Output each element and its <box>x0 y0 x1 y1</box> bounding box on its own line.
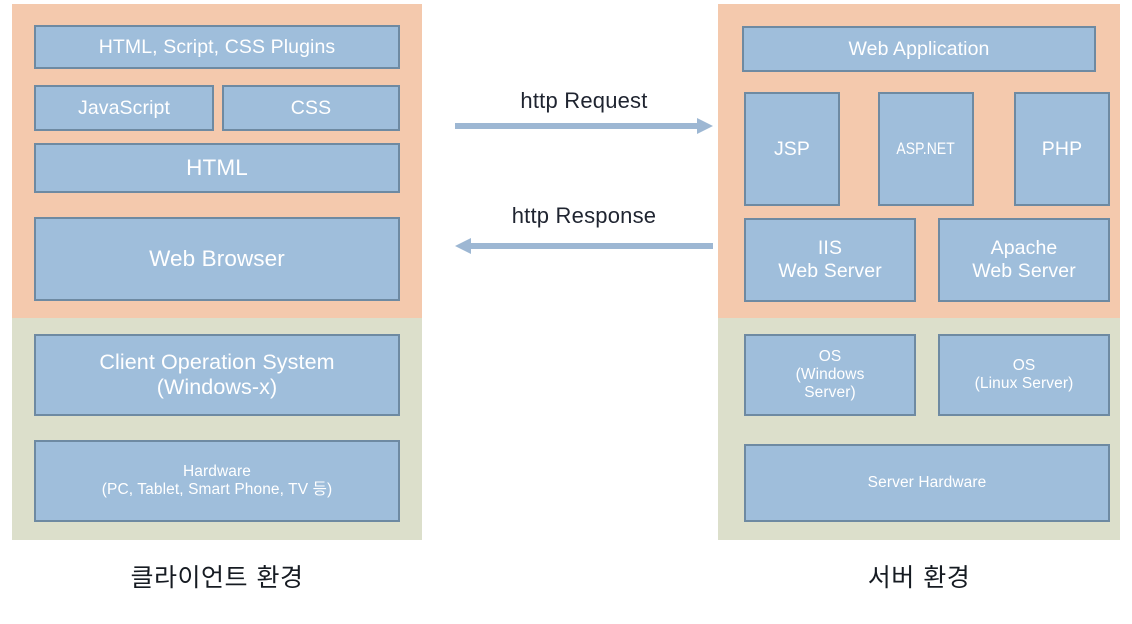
flow-http-response: http Response <box>455 203 713 254</box>
client-panel: HTML, Script, CSS Plugins JavaScript CSS… <box>12 4 422 540</box>
client-box-hardware[interactable]: Hardware (PC, Tablet, Smart Phone, TV 등) <box>34 440 400 522</box>
server-panel: Web Application JSP ASP.NET PHP IIS Web … <box>718 4 1120 540</box>
server-box-iis-web-server[interactable]: IIS Web Server <box>744 218 916 302</box>
client-caption: 클라이언트 환경 <box>130 563 304 592</box>
client-box-client-operation-system[interactable]: Client Operation System (Windows-x) <box>34 334 400 416</box>
flow-http-request: http Request <box>455 88 713 138</box>
server-box-asp-net-label: ASP.NET <box>896 138 956 158</box>
http-request-label: http Request <box>520 88 648 113</box>
server-box-web-application[interactable]: Web Application <box>742 26 1096 72</box>
client-box-html[interactable]: HTML <box>34 143 400 193</box>
http-request-arrow <box>455 115 713 137</box>
server-box-os-windows-server[interactable]: OS (Windows Server) <box>744 334 916 416</box>
arrow-head-right-icon <box>697 118 713 134</box>
server-box-asp-net[interactable]: ASP.NET <box>878 92 974 206</box>
arrow-shaft <box>455 123 697 129</box>
http-response-label: http Response <box>511 203 657 228</box>
http-response-arrow <box>455 235 713 257</box>
client-box-web-browser[interactable]: Web Browser <box>34 217 400 301</box>
server-box-os-linux-server[interactable]: OS (Linux Server) <box>938 334 1110 416</box>
server-box-server-hardware[interactable]: Server Hardware <box>744 444 1110 522</box>
server-box-apache-web-server[interactable]: Apache Web Server <box>938 218 1110 302</box>
client-box-css[interactable]: CSS <box>222 85 400 131</box>
server-caption: 서버 환경 <box>867 563 971 592</box>
server-box-jsp[interactable]: JSP <box>744 92 840 206</box>
arrow-shaft <box>471 243 713 249</box>
client-box-html-script-css-plugins[interactable]: HTML, Script, CSS Plugins <box>34 25 400 69</box>
server-box-php[interactable]: PHP <box>1014 92 1110 206</box>
arrow-head-left-icon <box>455 238 471 254</box>
client-box-javascript[interactable]: JavaScript <box>34 85 214 131</box>
